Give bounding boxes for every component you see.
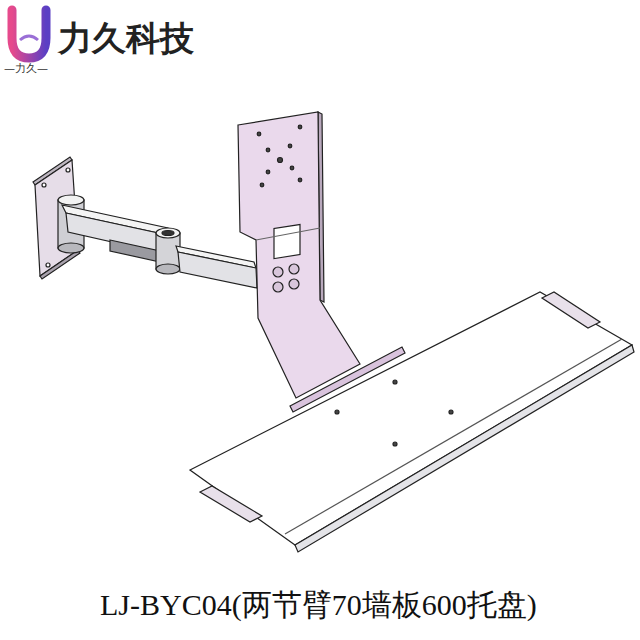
brand-name: 力久科技 bbox=[58, 20, 194, 57]
keyboard-tray bbox=[190, 292, 634, 552]
model-caption: LJ-BYC04(两节臂70墙板600托盘) bbox=[100, 588, 537, 621]
arm-segment bbox=[176, 246, 257, 288]
mount-plate bbox=[238, 112, 360, 398]
logo-hands bbox=[20, 36, 38, 40]
brand-subtitle: —力久— bbox=[4, 63, 48, 75]
elbow-joint bbox=[156, 228, 180, 274]
brand-logo bbox=[12, 10, 46, 58]
